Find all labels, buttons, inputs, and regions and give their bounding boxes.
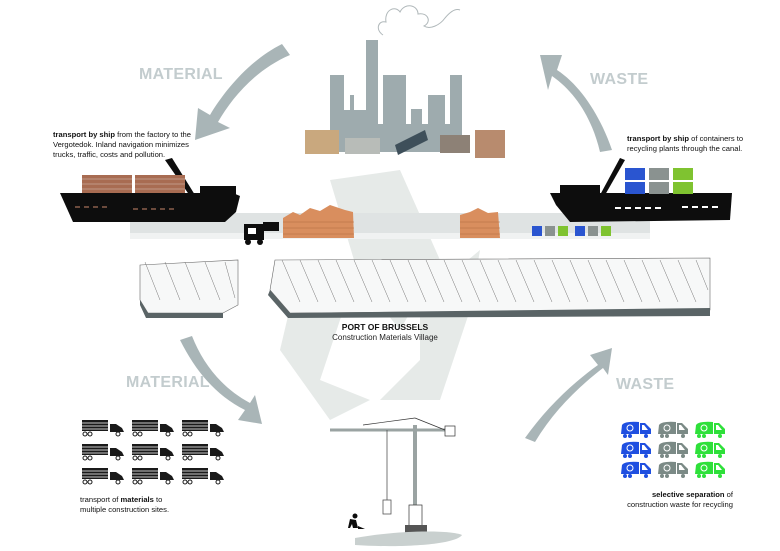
port-subtitle: Construction Materials Village — [332, 333, 438, 342]
garbage-truck-icon — [695, 441, 725, 458]
logging-truck-icon — [132, 420, 174, 437]
caption-text: from the factory to the — [115, 130, 192, 139]
garbage-truck-icon — [695, 461, 725, 478]
arrow-waste-top — [540, 55, 612, 152]
warehouse-hangars — [139, 257, 711, 318]
arrow-waste-bottom — [525, 348, 612, 442]
factory-materials — [305, 130, 505, 158]
quay-edge — [130, 233, 650, 239]
caption-text: transport of — [80, 495, 121, 504]
smoke-cloud — [377, 5, 461, 36]
factory-icon — [330, 40, 462, 152]
logging-truck-icon — [82, 420, 124, 437]
garbage-truck-icon — [658, 461, 688, 478]
caption-bold: transport by ship — [627, 134, 690, 143]
flow-label-material-top: MATERIAL — [139, 66, 223, 83]
cargo-ship-material — [60, 158, 240, 222]
flow-label-waste-bottom: WASTE — [616, 376, 675, 393]
logging-truck-icon — [82, 468, 124, 485]
garbage-truck-icon — [621, 461, 651, 478]
caption-text: trucks, traffic, costs and pollution. — [53, 150, 166, 159]
cargo-ship-waste — [550, 158, 732, 222]
caption-bold: materials — [120, 495, 154, 504]
arrow-material-bottom — [180, 336, 262, 424]
caption-bold: transport by ship — [53, 130, 116, 139]
pallet-lines — [283, 221, 500, 235]
flow-label-waste-top: WASTE — [590, 71, 649, 88]
caption-ship-waste: transport by ship of containers to recyc… — [627, 134, 777, 154]
port-title: PORT OF BRUSSELS — [341, 322, 429, 332]
forklift-icon — [244, 222, 279, 245]
caption-text: of containers to — [689, 134, 744, 143]
worker-icon — [348, 513, 365, 529]
logging-truck-icon — [182, 468, 224, 485]
garbage-trucks-grid — [619, 420, 739, 495]
pallet-stacks — [283, 205, 500, 238]
caption-text: construction waste for recycling — [627, 500, 733, 509]
garbage-truck-icon — [621, 441, 651, 458]
garbage-truck-icon — [621, 421, 651, 438]
flow-label-material-bottom: MATERIAL — [126, 374, 210, 391]
caption-text: to — [153, 495, 163, 504]
garbage-truck-icon — [658, 421, 688, 438]
garbage-truck-icon — [658, 441, 688, 458]
caption-text: multiple construction sites. — [80, 505, 170, 514]
logging-truck-icon — [132, 468, 174, 485]
caption-text: recycling plants through the canal. — [627, 144, 743, 153]
logging-truck-icon — [182, 420, 224, 437]
logging-truck-icon — [132, 444, 174, 461]
caption-waste-separation: selective separation of construction was… — [618, 490, 733, 510]
recycling-bins — [532, 226, 611, 236]
logging-truck-icon — [82, 444, 124, 461]
caption-text: of — [724, 490, 733, 499]
logging-trucks-grid — [80, 418, 230, 503]
arrow-material-top — [195, 44, 290, 140]
caption-trucks: transport of materials to multiple const… — [80, 495, 230, 515]
caption-text: Vergotedok. Inland navigation minimizes — [53, 140, 189, 149]
ground — [355, 531, 462, 547]
caption-ship-material: transport by ship from the factory to th… — [53, 130, 193, 160]
caption-bold: selective separation — [651, 490, 725, 499]
logging-truck-icon — [182, 444, 224, 461]
construction-crane — [330, 417, 462, 547]
garbage-truck-icon — [695, 421, 725, 438]
